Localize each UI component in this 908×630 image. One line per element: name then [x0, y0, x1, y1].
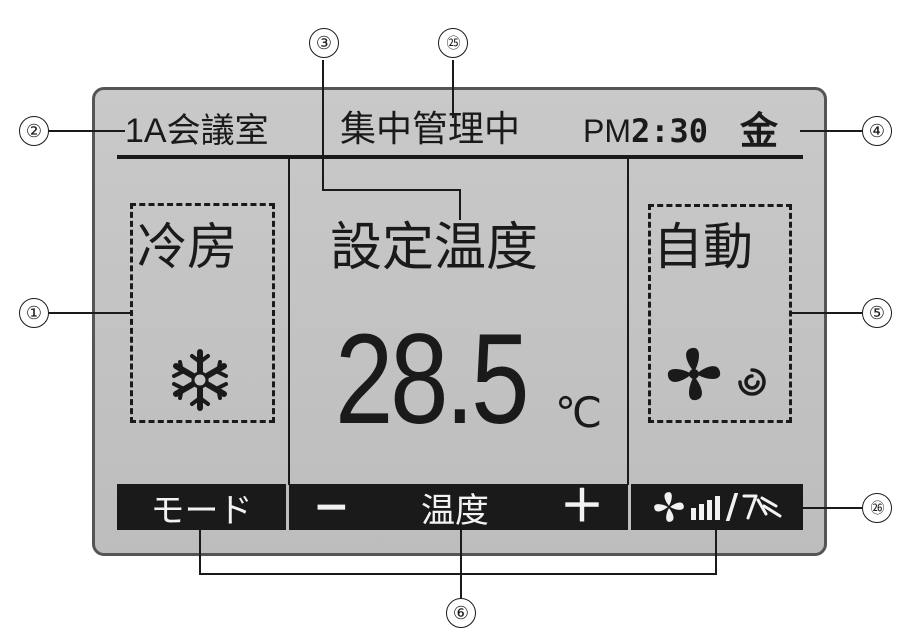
fan-speed-area	[648, 204, 792, 423]
signal-bars-icon	[690, 496, 720, 520]
fan-icon	[667, 347, 721, 401]
set-temperature-value: 28.5	[335, 308, 529, 451]
fan-louver-separator: /	[725, 487, 739, 527]
callout-4: ④	[862, 116, 892, 146]
temperature-softkey[interactable]: − 温度 ＋	[289, 481, 628, 532]
callout-1: ①	[19, 298, 49, 328]
divider-right	[627, 159, 629, 485]
mode-softkey[interactable]: モード	[117, 484, 286, 531]
callout-5: ⑤	[862, 298, 892, 328]
central-control-status: 集中管理中	[340, 109, 521, 150]
remote-controller-screen	[92, 87, 827, 556]
operation-mode-label: 冷房	[137, 218, 237, 276]
callout-26: ㉖	[862, 493, 892, 523]
callout-25: ㉕	[438, 28, 468, 58]
auto-swirl-icon	[738, 368, 766, 396]
louver-icon	[742, 494, 782, 520]
set-temperature-label: 設定温度	[330, 218, 539, 278]
fan-speed-label: 自動	[653, 218, 753, 276]
callout-2: ②	[19, 116, 49, 146]
temperature-softkey-label: 温度	[420, 490, 489, 531]
time-ampm: PM	[583, 113, 631, 149]
callout-6: ⑥	[446, 598, 476, 628]
callout-3: ③	[309, 28, 339, 58]
header-rule	[117, 155, 803, 159]
time-value: 2:30	[631, 112, 709, 150]
room-name: 1A会議室	[125, 112, 269, 150]
clock: PM2:30	[583, 115, 708, 147]
temperature-unit: ℃	[555, 388, 603, 437]
snowflake-icon	[172, 349, 228, 411]
operation-mode-area	[130, 203, 275, 423]
minus-icon[interactable]: −	[313, 481, 350, 532]
fan-louver-softkey[interactable]: /	[631, 484, 803, 530]
fan-speed-icon	[653, 492, 684, 522]
day-of-week: 金	[740, 109, 779, 153]
mode-softkey-label: モード	[150, 490, 253, 531]
divider-left	[288, 159, 290, 485]
plus-icon[interactable]: ＋	[560, 481, 604, 532]
